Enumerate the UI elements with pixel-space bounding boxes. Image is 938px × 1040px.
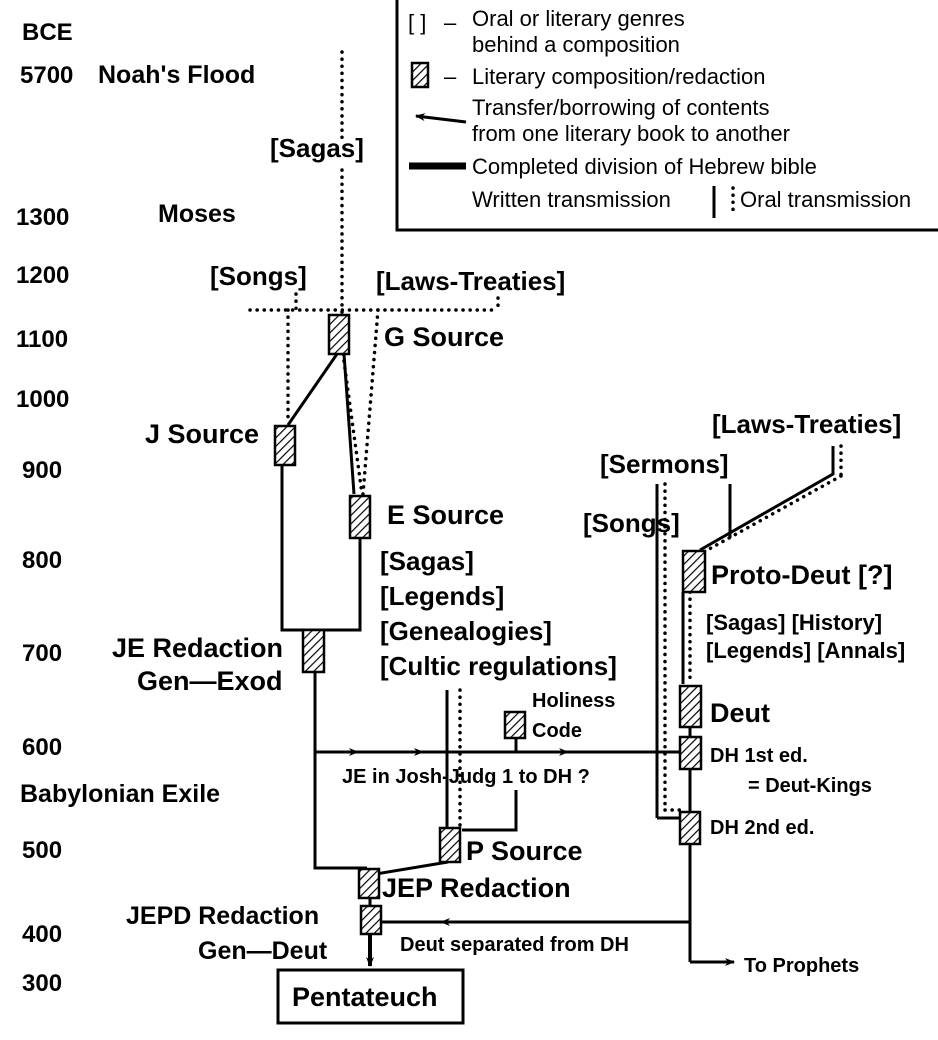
legend-border [395, 0, 938, 232]
written-line [462, 790, 518, 832]
event-moses: Moses [158, 200, 236, 228]
pentateuch-box [276, 968, 465, 1025]
legend-composition-label: Literary composition/redaction [472, 64, 765, 89]
g-source-box [327, 313, 351, 356]
timeline: BCE 5700 1300 1200 1100 1000 900 800 700… [16, 19, 255, 997]
year-label: 1100 [16, 326, 68, 353]
label-dh-2nd: DH 2nd ed. [710, 817, 814, 839]
label-p-source: P Source [466, 836, 583, 866]
legend-composition-icon [410, 61, 430, 89]
legend-transfer-line1: Transfer/borrowing of contents [472, 95, 770, 120]
label-pentateuch: Pentateuch [292, 982, 438, 1012]
legend-dash: – [444, 64, 457, 89]
year-label: 1200 [16, 262, 69, 289]
legend-written-label: Written transmission [472, 187, 671, 212]
year-label: 800 [22, 547, 62, 574]
p-source-box [438, 826, 462, 864]
genre-legends-mid: [Legends] [380, 581, 504, 611]
annotations: JE in Josh-Judg 1 to DH ? Deut separated… [342, 766, 859, 977]
genre-sagas-top: [Sagas] [270, 133, 364, 163]
jepd-redaction-box [359, 904, 383, 936]
written-line [280, 465, 362, 632]
label-j-source: J Source [145, 419, 259, 449]
year-label: 5700 [20, 62, 73, 89]
dh-1st-box [678, 735, 703, 771]
genre-laws-right: [Laws-Treaties] [712, 409, 901, 439]
legend: [ ] – Oral or literary genres behind a c… [395, 0, 938, 232]
label-deut: Deut [710, 698, 770, 728]
genre-sermons: [Sermons] [600, 449, 729, 479]
written-line [375, 860, 449, 876]
year-label: 900 [22, 457, 62, 484]
genre-legends-annals: [Legends] [Annals] [706, 638, 905, 663]
label-jepd-redaction: JEPD Redaction [126, 902, 319, 930]
composition-labels: G Source J Source E Source JE Redaction … [112, 322, 892, 1012]
event-exile: Babylonian Exile [20, 780, 220, 808]
je-redaction-box [301, 628, 326, 674]
label-e-source: E Source [387, 500, 504, 530]
label-gen-deut: Gen—Deut [198, 937, 328, 965]
legend-genres-line1: Oral or literary genres [472, 6, 685, 31]
era-label: BCE [22, 19, 73, 46]
legend-transfer-arrow [415, 113, 467, 124]
label-g-source: G Source [384, 322, 504, 352]
note-je-to-dh: JE in Josh-Judg 1 to DH ? [342, 766, 590, 788]
written-line [286, 353, 339, 426]
written-line [313, 672, 367, 870]
genre-songs-top: [Songs] [210, 261, 307, 291]
label-je-redaction: JE Redaction [112, 633, 283, 663]
label-code: Code [532, 720, 582, 742]
e-source-box [348, 494, 372, 540]
oral-line [341, 352, 364, 496]
jep-redaction-box [357, 867, 381, 900]
holiness-code-box [503, 710, 527, 740]
year-label: 600 [22, 734, 62, 761]
year-label: 400 [22, 921, 62, 948]
genre-cultic: [Cultic regulations] [380, 651, 617, 681]
label-gen-exod: Gen—Exod [137, 666, 283, 696]
genre-songs-right: [Songs] [583, 508, 680, 538]
oral-transmission-lines [248, 50, 843, 830]
j-source-box [273, 424, 297, 467]
composition-boxes [273, 313, 707, 1025]
event-flood: Noah's Flood [98, 61, 255, 89]
deut-box [678, 684, 703, 729]
label-deut-kings: = Deut-Kings [748, 775, 872, 797]
written-transmission-lines [280, 353, 835, 962]
oral-line [361, 308, 380, 496]
arrows [315, 748, 735, 967]
label-jep-redaction: JEP Redaction [382, 873, 571, 903]
year-label: 700 [22, 640, 62, 667]
label-holiness: Holiness [532, 690, 615, 712]
year-label: 500 [22, 837, 62, 864]
proto-deut-box [681, 549, 707, 594]
legend-division-label: Completed division of Hebrew bible [472, 154, 817, 179]
legend-genres-line2: behind a composition [472, 32, 680, 57]
oral-line [700, 474, 843, 555]
genre-labels: [Sagas] [Songs] [Laws-Treaties] [Laws-Tr… [210, 133, 905, 681]
label-dh-1st: DH 1st ed. [710, 745, 808, 767]
genre-laws-top: [Laws-Treaties] [376, 266, 565, 296]
legend-bracket-symbol: [ ] [408, 10, 426, 35]
genre-sagas-mid: [Sagas] [380, 546, 474, 576]
dh-2nd-box [678, 810, 702, 846]
genre-sagas-history: [Sagas] [History] [706, 610, 882, 635]
note-to-prophets: To Prophets [744, 955, 859, 977]
genre-genealogies: [Genealogies] [380, 616, 552, 646]
legend-oral-label: Oral transmission [740, 187, 911, 212]
written-line [699, 446, 835, 552]
year-label: 300 [22, 970, 62, 997]
year-label: 1300 [16, 204, 69, 231]
note-deut-separated: Deut separated from DH [400, 934, 629, 956]
legend-transfer-line2: from one literary book to another [472, 121, 790, 146]
label-proto-deut: Proto-Deut [?] [711, 560, 892, 590]
year-label: 1000 [16, 386, 69, 413]
legend-dash: – [444, 10, 457, 35]
written-line [342, 353, 356, 495]
